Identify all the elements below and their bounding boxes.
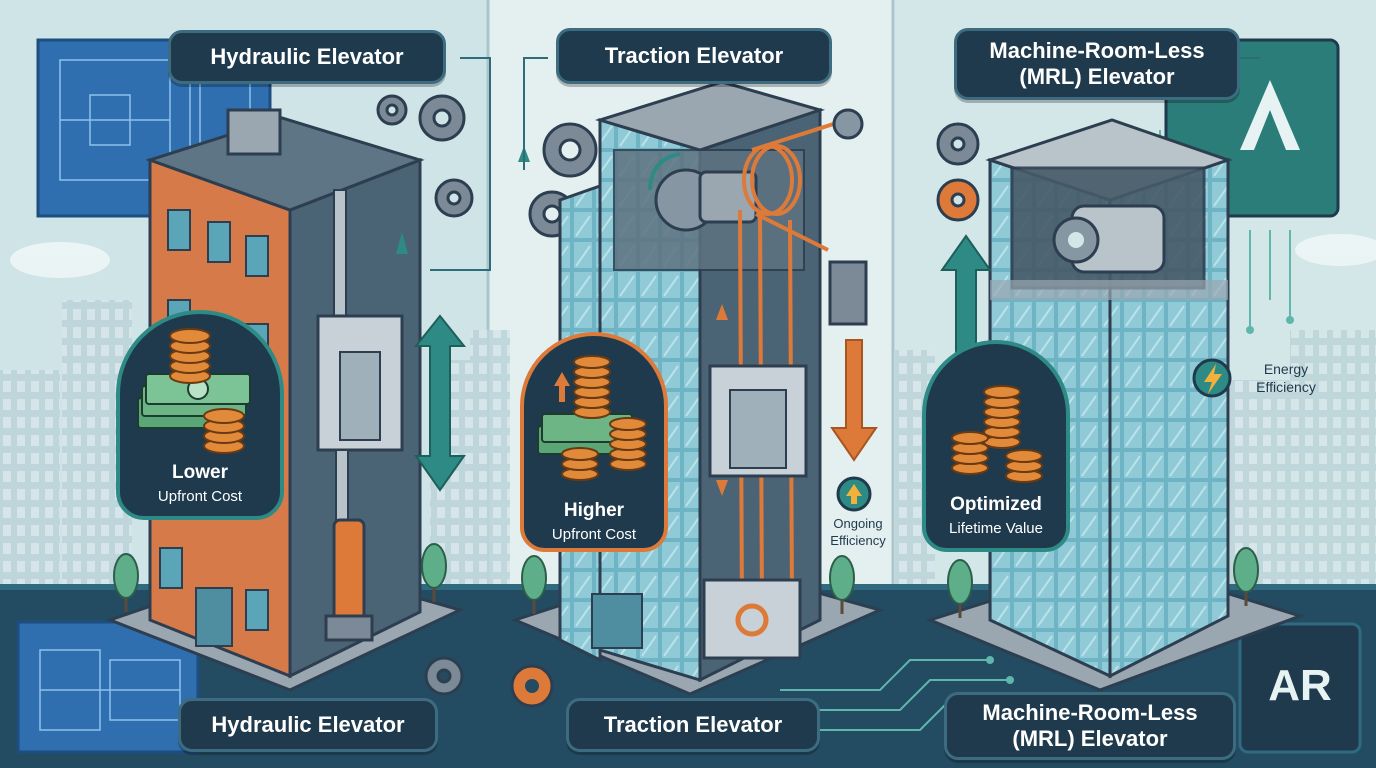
badge-higher-subtitle: Upfront Cost (551, 526, 637, 543)
lightning-icon (1192, 358, 1232, 398)
title-hydraulic-top: Hydraulic Elevator (168, 30, 446, 84)
badge-higher-title: Higher (563, 500, 625, 521)
coins-icon (951, 385, 1043, 483)
badge-optimized-value: Optimized Lifetime Value (922, 340, 1070, 552)
badge-lower-cost: Lower Upfront Cost (116, 310, 284, 520)
title-mrl-bottom: Machine-Room-Less (MRL) Elevator (944, 692, 1236, 760)
badge-higher-cost: Higher Upfront Cost (520, 332, 668, 552)
mrl-building (925, 118, 1305, 692)
disc-icon (936, 122, 980, 222)
badge-optimized-title: Optimized (950, 494, 1042, 515)
badge-optimized-subtitle: Lifetime Value (949, 520, 1043, 537)
up-down-arrow-icon (413, 314, 467, 492)
title-hydraulic-bottom: Hydraulic Elevator (178, 698, 438, 752)
coins-icon (137, 328, 251, 454)
badge-lower-title: Lower (172, 462, 228, 483)
coins-icon (537, 355, 647, 481)
ongoing-efficiency-note: Ongoing Efficiency (830, 516, 886, 548)
efficiency-icon (836, 476, 872, 512)
down-arrow-icon (830, 339, 878, 462)
traction-building (510, 80, 885, 696)
title-traction-bottom: Traction Elevator (566, 698, 820, 752)
energy-efficiency-note: Energy Efficiency (1256, 361, 1316, 396)
badge-lower-subtitle: Upfront Cost (157, 488, 243, 505)
gear-icon-orange (510, 664, 554, 708)
motor-icon (1052, 204, 1166, 274)
trees (113, 543, 1259, 618)
svg-text:AR: AR (1268, 661, 1332, 710)
title-mrl-top: Machine-Room-Less (MRL) Elevator (954, 28, 1240, 100)
title-traction-top: Traction Elevator (556, 28, 832, 84)
